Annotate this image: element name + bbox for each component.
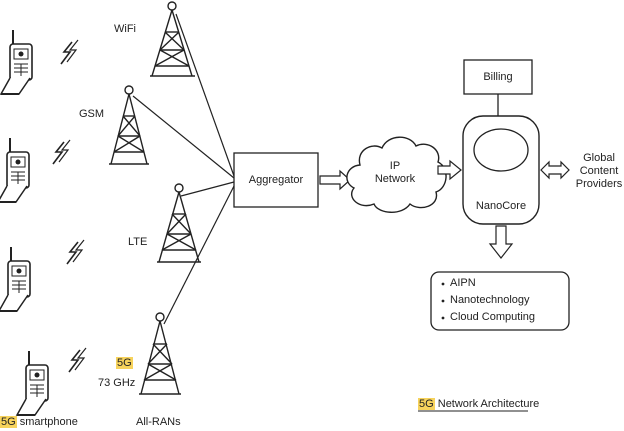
- all-rans-label: All-RANs: [136, 416, 181, 429]
- aggregator-to-ip-arrow: [320, 171, 350, 189]
- billing-label: Billing: [464, 71, 532, 84]
- phone-4-icon: [17, 351, 48, 415]
- lte-label: LTE: [128, 236, 147, 249]
- ip-label: IP Network: [360, 160, 430, 186]
- bullet-icon: [442, 300, 445, 303]
- bullet-icon: [442, 283, 445, 286]
- signal-bolt-1-icon: [61, 40, 78, 64]
- service-item-cloud-computing: Cloud Computing: [450, 311, 535, 324]
- providers-label-line3: Providers: [574, 178, 624, 191]
- 5g-band-highlight: 5G: [116, 357, 133, 369]
- frequency-label: 73 GHz: [98, 377, 135, 390]
- aggregator-label: Aggregator: [234, 174, 318, 187]
- caption-text: Network Architecture: [438, 398, 539, 410]
- wifi-tower-icon: [150, 2, 195, 76]
- 5g-tower-icon: [139, 313, 181, 394]
- providers-label-line2: Content: [574, 165, 624, 178]
- caption-5g-highlight: 5G: [418, 398, 435, 410]
- bullet-icon: [442, 317, 445, 320]
- gsm-tower-icon: [109, 86, 149, 164]
- diagram-caption: 5G Network Architecture: [418, 398, 539, 411]
- providers-label: Global Content Providers: [574, 152, 624, 191]
- phone-2-icon: [0, 138, 29, 202]
- nanocore-label: NanoCore: [463, 200, 539, 213]
- gsm-label: GSM: [79, 108, 104, 121]
- phone-3-icon: [0, 247, 30, 311]
- tower-links: [133, 14, 234, 324]
- phone-1-icon: [1, 30, 32, 94]
- ip-label-line1: IP: [360, 160, 430, 173]
- smartphone-label: 5G smartphone: [0, 416, 78, 429]
- signal-bolt-4-icon: [69, 348, 86, 372]
- service-item-aipn: AIPN: [450, 277, 476, 290]
- nanocore-to-services-arrow: [490, 226, 512, 258]
- signal-bolt-3-icon: [67, 240, 84, 264]
- providers-label-line1: Global: [574, 152, 624, 165]
- 5g-smartphone-highlight: 5G: [0, 416, 17, 428]
- 5g-band-label: 5G: [116, 357, 133, 370]
- lte-tower-icon: [157, 184, 201, 262]
- smartphone-text: smartphone: [20, 416, 78, 428]
- signal-bolt-2-icon: [53, 140, 70, 164]
- providers-double-arrow: [541, 162, 569, 178]
- wifi-label: WiFi: [114, 23, 136, 36]
- ip-label-line2: Network: [360, 173, 430, 186]
- service-item-nanotechnology: Nanotechnology: [450, 294, 530, 307]
- nanocore-disk-icon: [474, 129, 528, 171]
